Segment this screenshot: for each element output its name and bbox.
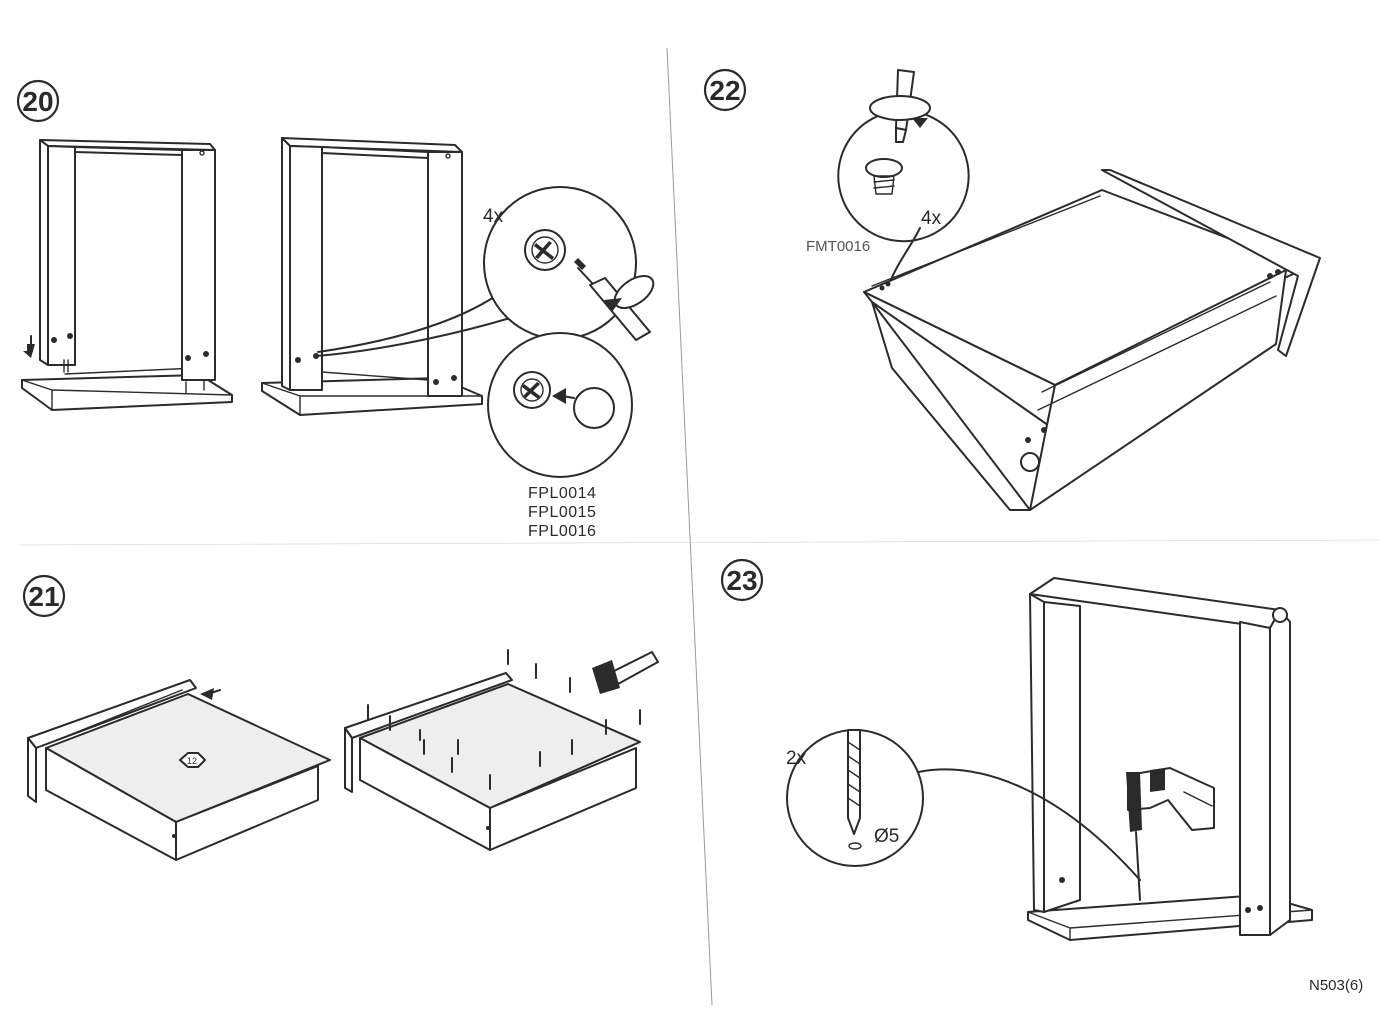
step-20: 20 [16, 79, 655, 540]
hardware-quantity: 4x [921, 208, 942, 229]
nails [367, 649, 641, 790]
drawer-nailed [344, 649, 659, 851]
screwdriver-icon [574, 258, 655, 341]
frame-loose [21, 139, 233, 411]
callout-leader [315, 317, 511, 357]
drill-bit-callout [786, 729, 1141, 881]
frame-assembled [261, 137, 483, 416]
drill-size: Ø5 [874, 826, 899, 847]
step-number: 20 [22, 86, 53, 117]
step-number: 23 [726, 565, 757, 596]
hardware-quantity: 2x [786, 748, 807, 769]
part-code: FMT0016 [806, 238, 870, 255]
power-drill-icon [1126, 767, 1215, 901]
cabinet-frame [1027, 577, 1313, 941]
drawer-bottom-insert: 12 [27, 679, 331, 861]
step-number-badge: 20 [16, 79, 60, 123]
vertical-divider [666, 47, 713, 1006]
panel-number-badge: 12 [179, 752, 206, 768]
panel-number: 12 [187, 756, 197, 766]
part-code-3: FPL0016 [528, 523, 596, 540]
step-number-badge: 22 [703, 68, 747, 112]
step-23: 23 [720, 558, 1313, 941]
screwdriver-icon [869, 69, 931, 143]
screw-icon [865, 158, 903, 195]
drawer-box [863, 169, 1321, 511]
horizontal-divider [19, 539, 1381, 546]
screw-callout [837, 69, 970, 283]
cap-cover-callout [487, 332, 633, 478]
step-number-badge: 21 [22, 574, 66, 618]
part-code-1: FPL0014 [528, 485, 596, 502]
step-number: 21 [28, 581, 59, 612]
cam-lock-callout: 4x [483, 186, 655, 341]
step-number: 22 [709, 75, 740, 106]
drill-bit-icon [847, 729, 862, 850]
hardware-quantity: 4x [483, 206, 504, 227]
step-number-badge: 23 [720, 558, 764, 602]
step-21: 21 12 [22, 574, 659, 861]
step-22: 22 4x FMT0016 [703, 68, 1321, 511]
part-code-2: FPL0015 [528, 504, 596, 521]
page-code: N503(6) [1309, 977, 1363, 994]
hammer-icon [592, 651, 659, 694]
